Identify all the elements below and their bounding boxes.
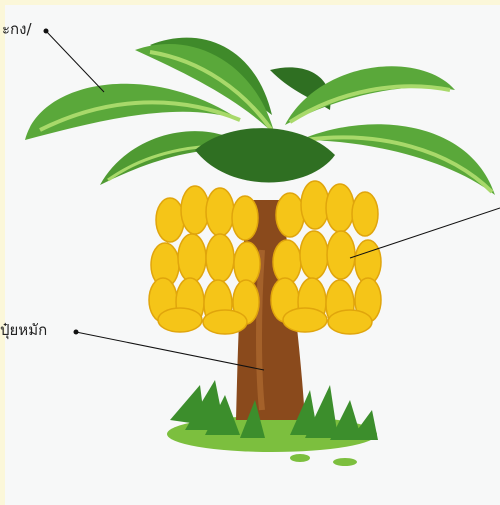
annotation-trunk — [74, 330, 265, 371]
banana-bunch-right — [271, 181, 381, 334]
ground-dot-1 — [290, 454, 310, 462]
label-trunk: ปุ๋ยหมัก — [0, 318, 47, 342]
label-leaf: ะกง/ — [2, 17, 32, 41]
ground-dot-2 — [333, 458, 357, 466]
banana-bunch-left — [149, 186, 260, 334]
trunk-highlight — [259, 250, 262, 410]
annotation-leaf — [44, 29, 105, 93]
leaf-left — [25, 84, 240, 140]
